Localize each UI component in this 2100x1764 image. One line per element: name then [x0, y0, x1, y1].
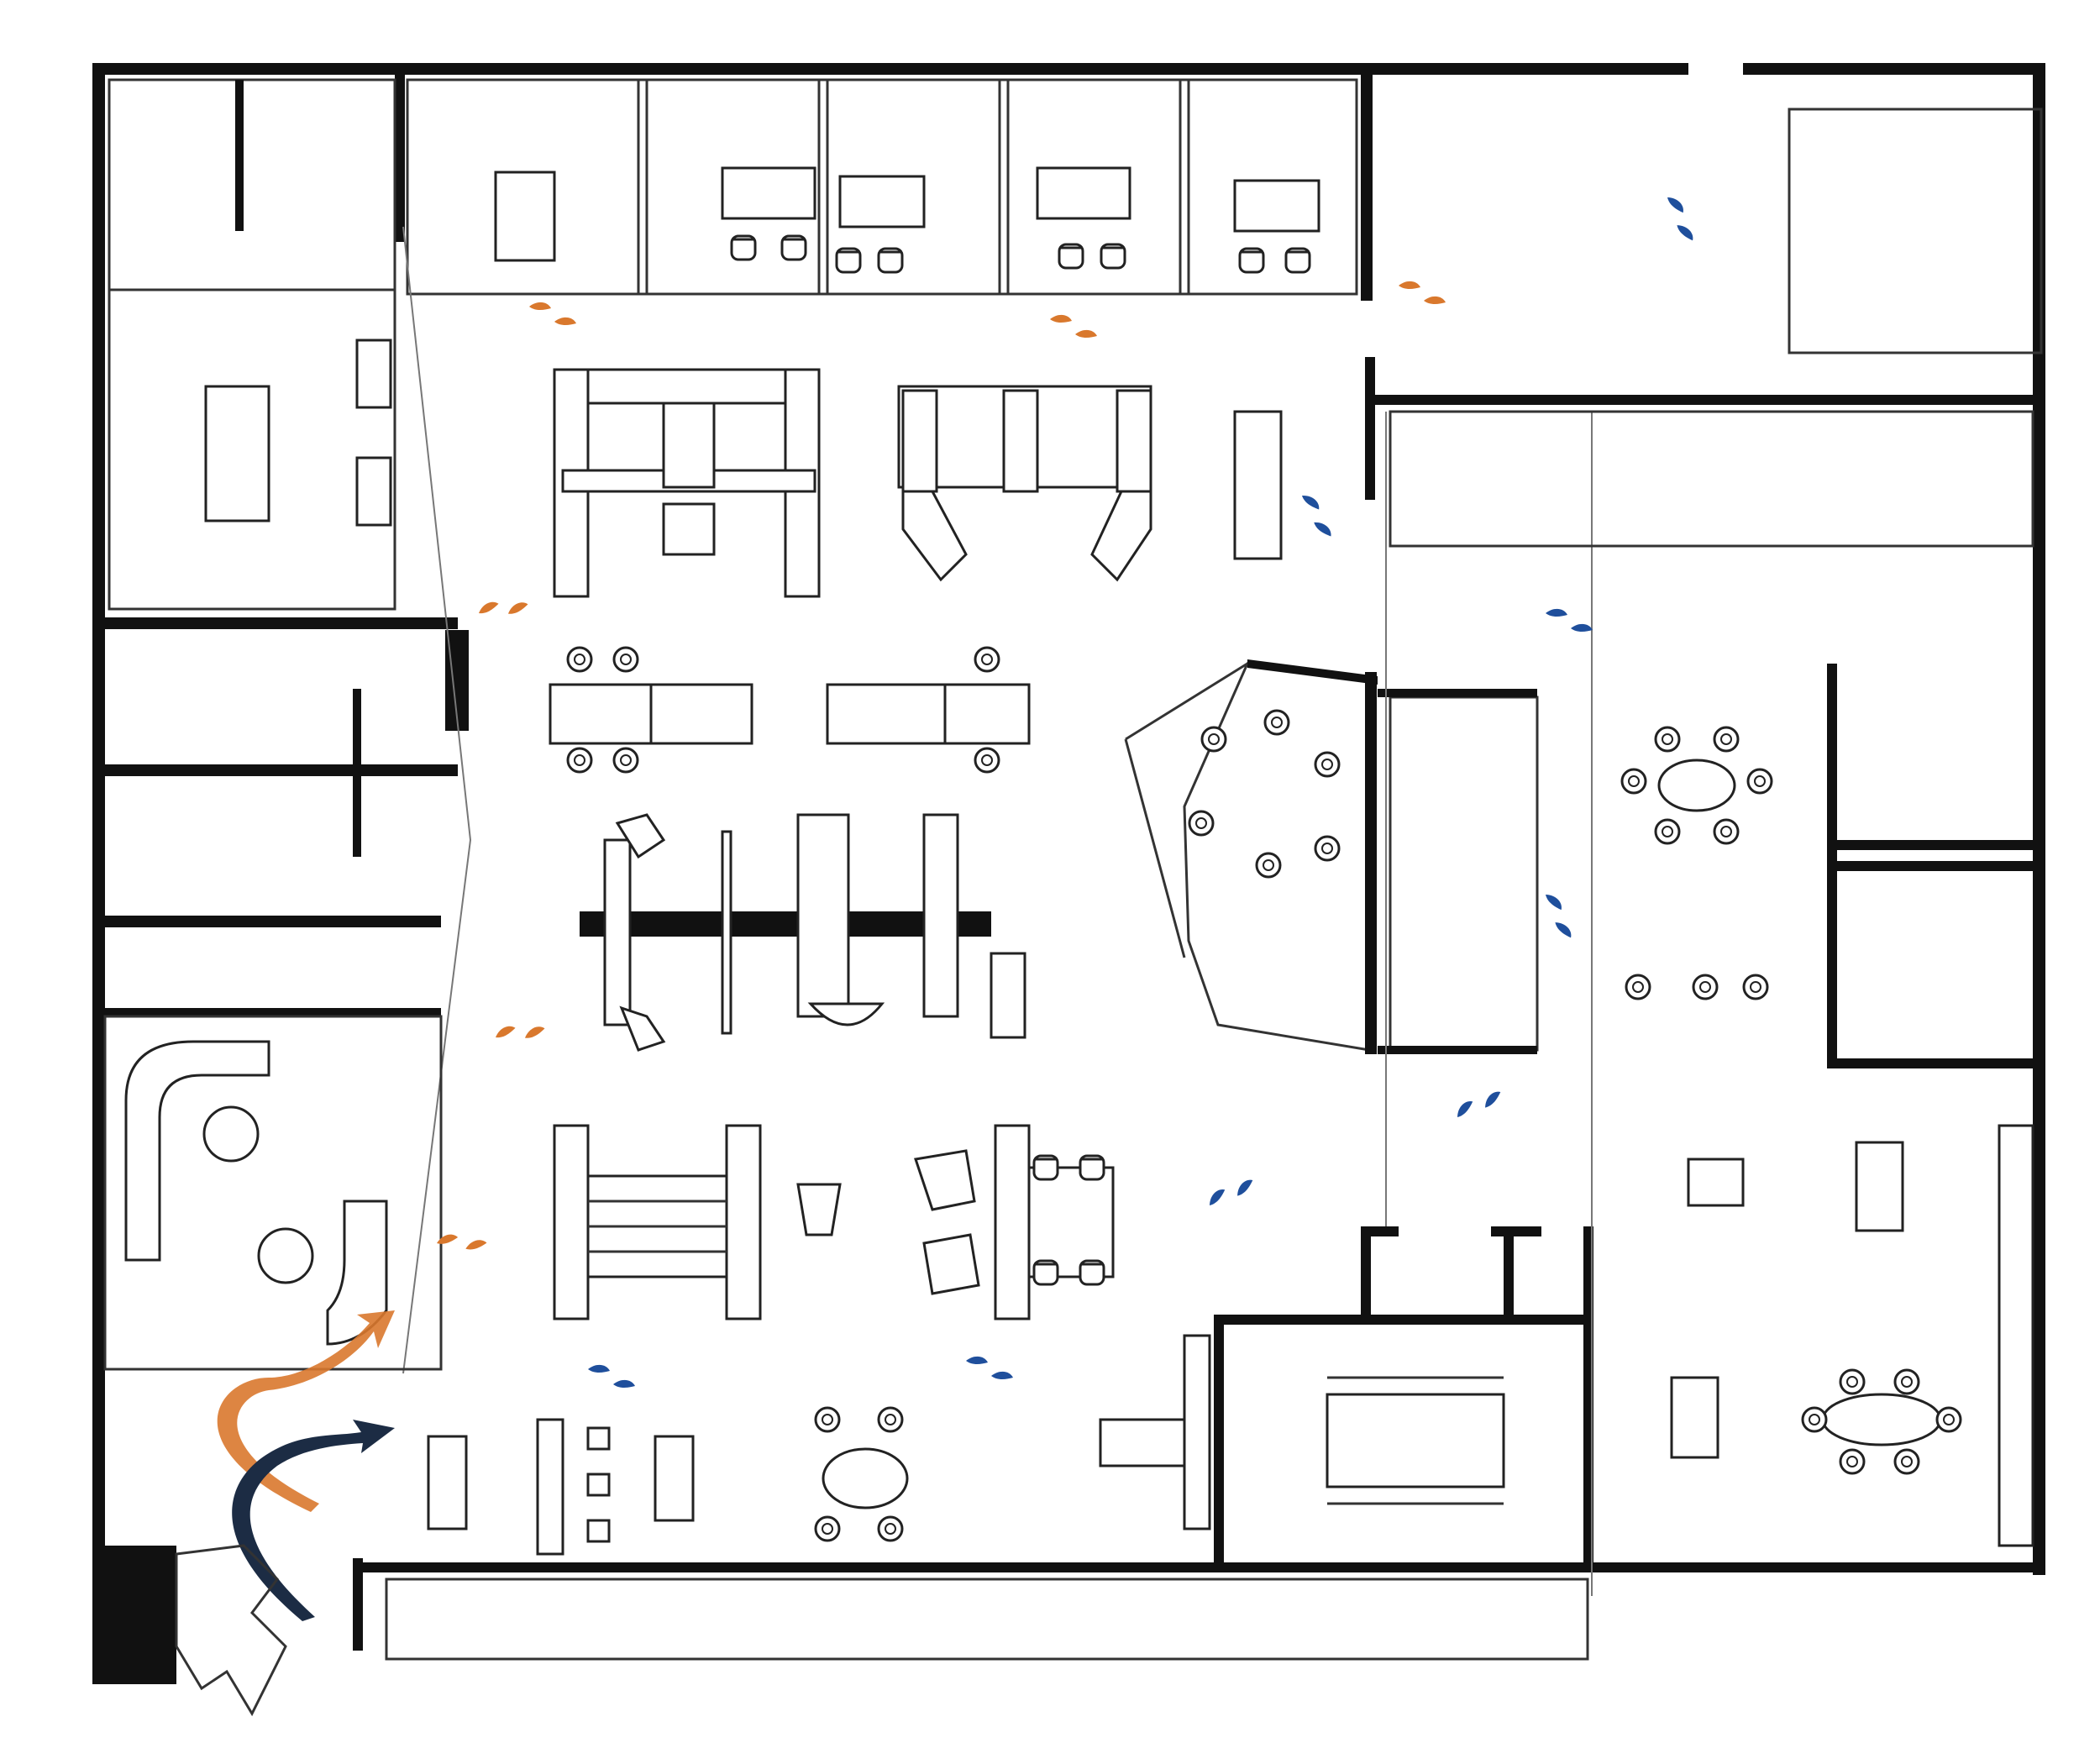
desk-row-1: [549, 646, 1031, 774]
orange-footprint-icon: [1399, 281, 1446, 304]
orange-footprint-icon: [435, 1223, 488, 1261]
left-rooms: [103, 78, 472, 1374]
blue-footprint-icon: [1546, 608, 1593, 632]
entrance-door: [175, 1544, 363, 1717]
hexagon-meeting-room: [1124, 659, 1539, 1054]
exterior-walls: [92, 63, 2045, 1684]
workstation-cluster-2: [897, 385, 1283, 582]
bottom-lounge: [427, 1334, 1211, 1556]
top-offices: [395, 74, 1373, 301]
dark-blue-arrow-icon: [232, 1420, 395, 1621]
entrance-arrows: [217, 1310, 395, 1621]
workstation-cluster-1: [553, 368, 821, 598]
blue-footprint-icon: [1533, 891, 1585, 939]
workstation-cluster-3: [580, 813, 1026, 1052]
bench-cluster: [553, 1124, 1115, 1320]
orange-footprint-icon: [476, 585, 529, 630]
blue-footprint-icon: [1454, 1078, 1502, 1130]
orange-arrow-icon: [217, 1310, 395, 1512]
orange-footprint-icon: [529, 302, 576, 325]
conference-room: [1214, 1226, 1593, 1571]
blue-footprint-icon: [1206, 1166, 1254, 1218]
blue-footprint-icon: [588, 1364, 635, 1388]
blue-footprint-icon: [1291, 491, 1343, 538]
orange-footprint-icon: [1050, 314, 1097, 338]
orange-footprint-icon: [493, 1010, 546, 1054]
blue-footprint-icon: [966, 1356, 1013, 1379]
right-wing: [1365, 108, 2045, 1596]
blue-footprint-icon: [1655, 194, 1707, 242]
